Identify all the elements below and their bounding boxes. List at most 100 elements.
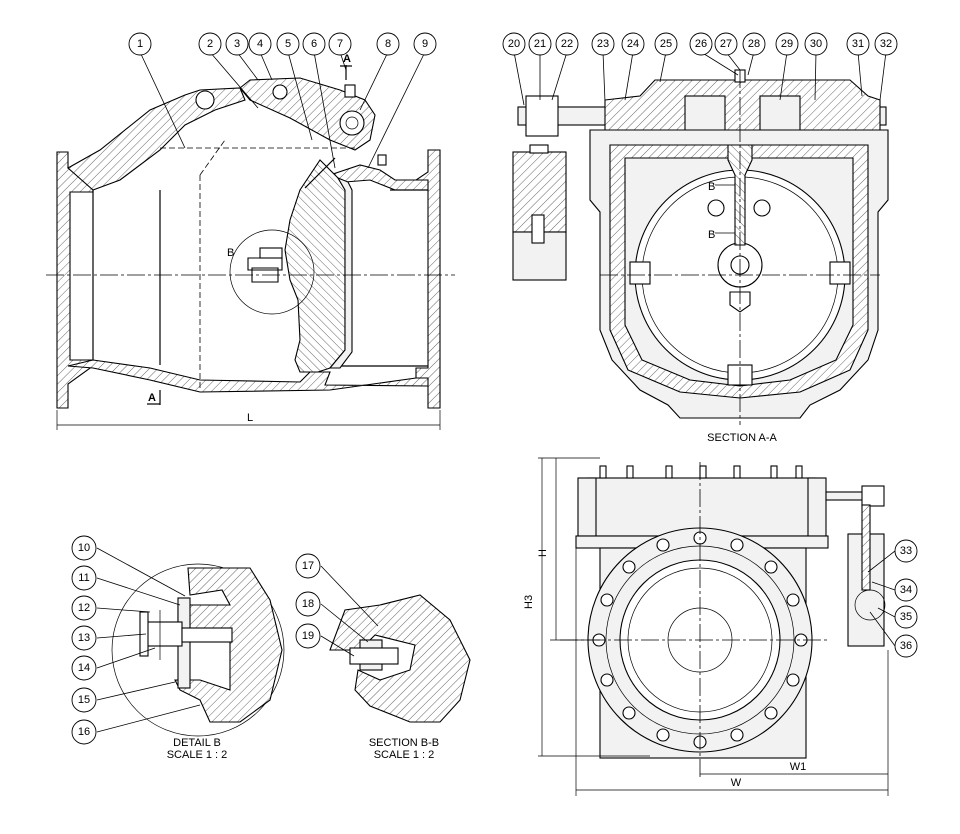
- balloon-14: 14: [71, 655, 97, 681]
- svg-text:29: 29: [781, 38, 793, 50]
- body-upper-shell: [67, 87, 246, 191]
- section-bb-body: [329, 594, 471, 723]
- detail-b-boundary: [111, 563, 285, 737]
- section-marker-bottom: A: [148, 392, 156, 404]
- balloon-8: 8: [376, 32, 400, 56]
- detail-b-marker: B: [227, 247, 234, 259]
- svg-text:15: 15: [78, 694, 90, 706]
- body-inner-wall: [609, 144, 869, 399]
- balloon-18: 18: [295, 591, 321, 617]
- svg-text:18: 18: [302, 598, 314, 610]
- svg-text:11: 11: [78, 572, 89, 584]
- balloon-25: 25: [654, 32, 678, 56]
- svg-text:9: 9: [422, 38, 428, 50]
- svg-text:36: 36: [900, 640, 912, 652]
- balloon-15: 15: [71, 687, 97, 713]
- svg-text:32: 32: [880, 38, 892, 50]
- balloon-19: 19: [295, 623, 321, 649]
- w-dim-label: W: [731, 777, 742, 789]
- section-bb-view: SECTION B-B SCALE 1 : 2: [320, 565, 471, 761]
- cover-bolts: [599, 465, 803, 479]
- front-cover: [587, 477, 817, 537]
- balloon-16: 16: [71, 719, 97, 745]
- side-nut: [377, 154, 387, 166]
- balloon-20: 20: [502, 32, 526, 56]
- svg-text:28: 28: [748, 38, 760, 50]
- svg-text:34: 34: [900, 584, 912, 596]
- detail-b-bolt-head: [145, 621, 183, 647]
- balloon-5: 5: [276, 32, 300, 56]
- detail-b-title: DETAIL B: [173, 737, 221, 749]
- detail-b-view: DETAIL B SCALE 1 : 2: [96, 547, 285, 761]
- section-aa-view: B B SECTION A-A: [512, 51, 889, 444]
- balloon-35: 35: [894, 605, 918, 629]
- section-marker-top: A: [343, 53, 351, 65]
- hidden-lines: [160, 139, 355, 390]
- svg-text:16: 16: [78, 726, 90, 738]
- svg-text:17: 17: [302, 560, 314, 572]
- balloon-26: 26: [689, 32, 713, 56]
- svg-text:22: 22: [561, 38, 573, 50]
- balloon-17: 17: [295, 553, 321, 579]
- detail-b-circle: [229, 229, 315, 315]
- section-bb-scale: SCALE 1 : 2: [374, 749, 435, 761]
- hinge-pin-boss: [339, 110, 365, 136]
- balloon-28: 28: [742, 32, 766, 56]
- balloon-1: 1: [128, 32, 152, 56]
- svg-text:7: 7: [337, 38, 343, 50]
- balloon-22: 22: [555, 32, 579, 56]
- svg-text:8: 8: [385, 38, 391, 50]
- svg-text:19: 19: [302, 630, 314, 642]
- cover-nut: [344, 84, 356, 98]
- svg-text:4: 4: [257, 38, 263, 50]
- body-lower-shell: [67, 359, 429, 393]
- detail-b-body: [174, 567, 283, 723]
- section-aa-title: SECTION A-A: [707, 432, 777, 444]
- balloon-3: 3: [225, 32, 249, 56]
- balloon-2: 2: [198, 32, 222, 56]
- balloon-12: 12: [71, 595, 97, 621]
- balloon-23: 23: [591, 32, 615, 56]
- length-dim-label: L: [247, 412, 253, 424]
- balloon-31: 31: [846, 32, 870, 56]
- balloon-21: 21: [528, 32, 552, 56]
- swing-disc: [284, 159, 346, 373]
- side-section-view: B A A L: [46, 51, 455, 430]
- svg-text:13: 13: [78, 632, 90, 644]
- balloon-34: 34: [894, 578, 918, 602]
- balloon-13: 13: [71, 625, 97, 651]
- balloon-36: 36: [894, 634, 918, 658]
- balloon-7: 7: [328, 32, 352, 56]
- balloon-27: 27: [714, 32, 738, 56]
- svg-text:10: 10: [78, 542, 90, 554]
- svg-text:23: 23: [597, 38, 609, 50]
- svg-text:14: 14: [78, 662, 90, 674]
- section-bb-bolt: [349, 647, 399, 665]
- svg-text:5: 5: [285, 38, 291, 50]
- balloon-32: 32: [874, 32, 898, 56]
- inlet-flange: [56, 151, 94, 409]
- svg-text:6: 6: [311, 38, 317, 50]
- svg-text:33: 33: [900, 545, 912, 557]
- w1-dim-label: W1: [790, 761, 807, 773]
- svg-text:25: 25: [660, 38, 672, 50]
- svg-text:24: 24: [627, 38, 639, 50]
- cover-bolt: [272, 84, 288, 100]
- balloon-9: 9: [413, 32, 437, 56]
- valve-cover: [604, 79, 881, 131]
- svg-text:21: 21: [534, 38, 546, 50]
- svg-text:27: 27: [720, 38, 732, 50]
- balloon-30: 30: [804, 32, 828, 56]
- balloon-4: 4: [248, 32, 272, 56]
- h3-dim-label: H3: [523, 595, 535, 609]
- flange-bolt-holes: [592, 531, 808, 749]
- svg-text:20: 20: [508, 38, 520, 50]
- front-view: H3 H W W1: [523, 457, 896, 796]
- svg-text:2: 2: [207, 38, 213, 50]
- h-dim-label: H: [537, 549, 549, 557]
- balloon-29: 29: [775, 32, 799, 56]
- counterweight-rod: [861, 504, 871, 591]
- balloon-24: 24: [621, 32, 645, 56]
- section-b-mark-bottom: B: [708, 229, 715, 241]
